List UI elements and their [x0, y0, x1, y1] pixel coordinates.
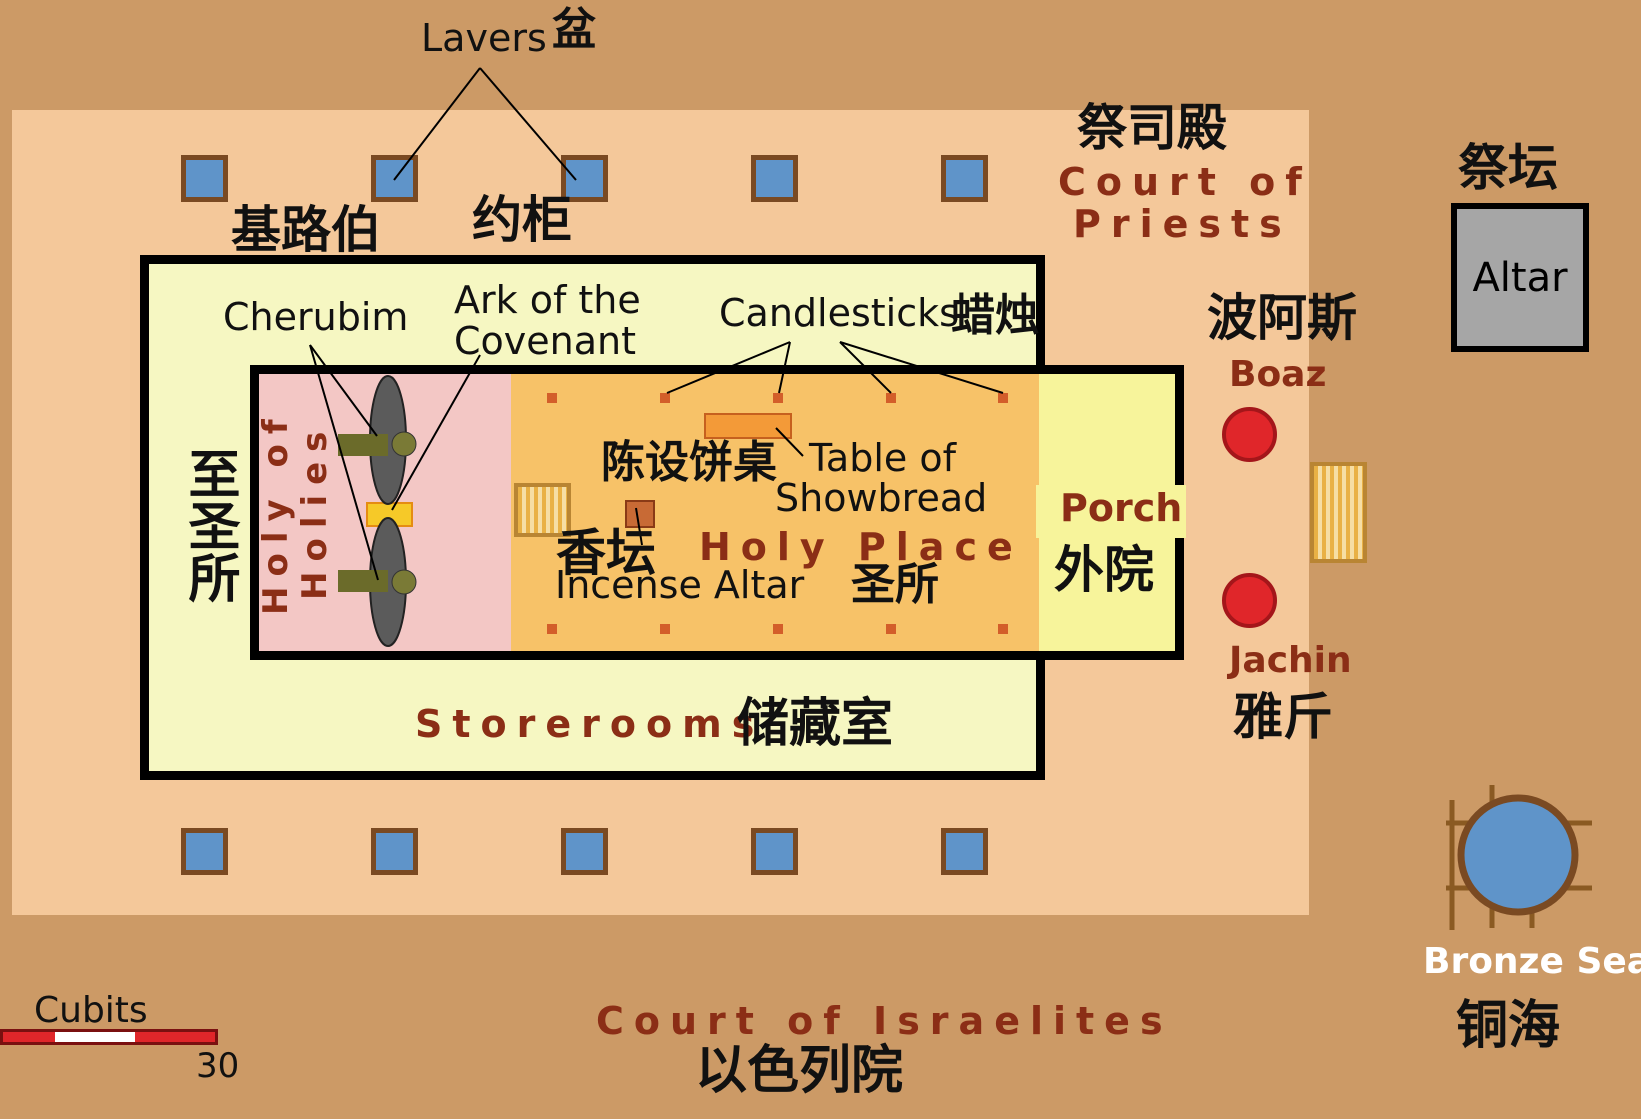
- candlestick-marker: [773, 624, 783, 634]
- court-israelites-zh-label: 以色列院: [695, 1041, 904, 1101]
- cherubim-en-label: Cherubim: [223, 295, 409, 339]
- lavers-zh-label: 盆: [552, 4, 596, 55]
- boaz-pillar-icon: [1222, 407, 1277, 462]
- inner-stairs: [514, 483, 571, 537]
- storerooms-zh-label: 储藏室: [737, 694, 894, 754]
- candlestick-marker: [773, 393, 783, 403]
- scale-bar: [0, 1029, 218, 1045]
- incense-zh-label: 香坛: [556, 524, 656, 582]
- incense-en-label: Incense Altar: [555, 563, 805, 607]
- court-priests-label-line2: Priests: [1073, 202, 1292, 246]
- laver: [371, 828, 418, 875]
- laver: [181, 155, 228, 202]
- scale-value-label: 30: [196, 1046, 240, 1086]
- laver: [941, 828, 988, 875]
- showbread-label-line1: Table of: [809, 436, 956, 480]
- altar-en-label: Altar: [1472, 254, 1568, 301]
- candlesticks-en-label: Candlesticks: [719, 291, 959, 335]
- holy-holies-label-line1: Holy of: [256, 409, 296, 615]
- cherub-upper-icon: [338, 375, 417, 505]
- altar-zh-label: 祭坛: [1458, 139, 1558, 197]
- laver: [751, 155, 798, 202]
- boaz-en-label: Boaz: [1229, 354, 1327, 395]
- ark-zh-label: 约柜: [472, 191, 572, 249]
- candlestick-marker: [998, 393, 1008, 403]
- holy-place-zh-label: 圣所: [851, 559, 939, 610]
- candlestick-marker: [547, 624, 557, 634]
- porch-en-label: Porch: [1060, 486, 1183, 530]
- laver: [751, 828, 798, 875]
- candlestick-marker: [886, 624, 896, 634]
- laver: [561, 155, 608, 202]
- jachin-zh-label: 雅斤: [1233, 688, 1333, 746]
- showbread-label-line2: Showbread: [775, 476, 988, 520]
- boaz-zh-label: 波阿斯: [1207, 289, 1357, 347]
- storerooms-en-label: Storerooms: [415, 702, 765, 746]
- bronze-sea-zh-label: 铜海: [1456, 996, 1561, 1056]
- porch-zh-label: 外院: [1054, 541, 1154, 599]
- jachin-en-label: Jachin: [1229, 640, 1352, 681]
- porch-entrance: [1036, 485, 1186, 538]
- court-priests-label-line1: Court of: [1058, 160, 1312, 204]
- candlestick-marker: [660, 393, 670, 403]
- candlestick-marker: [660, 624, 670, 634]
- court-israelites-en-label: Court of Israelites: [596, 999, 1173, 1043]
- incense-altar-shape: [625, 500, 655, 528]
- holy-holies-label-line2: Holies: [295, 421, 335, 600]
- laver: [941, 155, 988, 202]
- bronze-sea-icon: [1446, 785, 1592, 930]
- candlestick-marker: [998, 624, 1008, 634]
- cherubim-zh-label: 基路伯: [231, 201, 381, 259]
- candlestick-marker: [547, 393, 557, 403]
- candlestick-marker: [886, 393, 896, 403]
- entrance-stairs: [1310, 462, 1367, 563]
- holy-place-en-label: Holy Place: [699, 525, 1023, 569]
- showbread-zh-label: 陈设饼桌: [601, 437, 777, 488]
- ark-label-line2: Covenant: [454, 319, 637, 363]
- bronze-sea-en-label: Bronze Sea: [1423, 941, 1641, 982]
- holy-holies-zh-label: 至圣所: [179, 447, 239, 603]
- laver: [181, 828, 228, 875]
- table-of-showbread-shape: [704, 413, 792, 439]
- court-priests-zh-label: 祭司殿: [1077, 99, 1227, 157]
- leader-lines: [309, 67, 1004, 581]
- altar-box: Altar: [1451, 203, 1589, 352]
- jachin-pillar-icon: [1222, 573, 1277, 628]
- scale-unit-label: Cubits: [34, 990, 148, 1031]
- lavers-en-label: Lavers: [421, 16, 547, 60]
- candlesticks-zh-label: 蜡烛: [951, 290, 1039, 341]
- ark-label-line1: Ark of the: [454, 278, 641, 322]
- laver: [561, 828, 608, 875]
- cherub-lower-icon: [338, 517, 417, 647]
